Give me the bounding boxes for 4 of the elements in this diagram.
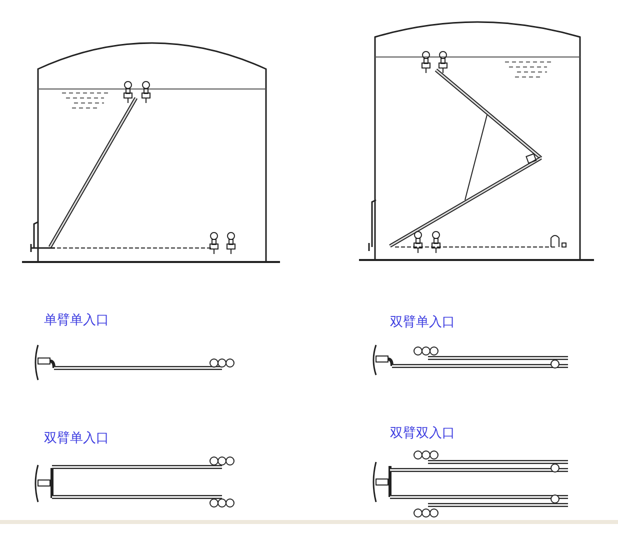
diagram-label: 双臂双入口 [390, 426, 455, 442]
diagram-label: 单臂单入口 [44, 313, 109, 329]
diagram-label: 双臂单入口 [390, 315, 455, 331]
diagram-label: 双臂单入口 [44, 431, 109, 447]
